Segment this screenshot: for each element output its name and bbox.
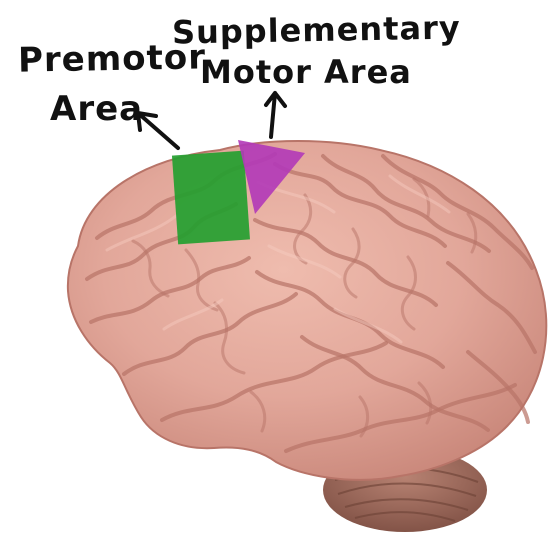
- sma-label-line1: Supplementary: [172, 11, 461, 48]
- sma-arrow: [266, 93, 285, 137]
- premotor-label-line2: Area: [50, 92, 143, 126]
- premotor-arrow: [138, 113, 178, 148]
- premotor-area-region: [172, 151, 250, 245]
- sma-label-line2: Motor Area: [200, 56, 412, 88]
- label-arrows: [138, 93, 285, 148]
